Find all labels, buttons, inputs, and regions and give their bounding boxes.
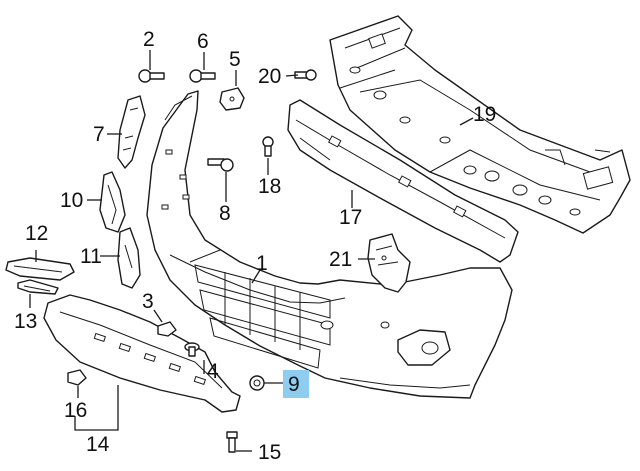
callout-8: 8 (219, 202, 231, 225)
part-17-absorber (287, 99, 519, 263)
callout-1: 1 (256, 252, 268, 275)
part-10-bezel (99, 171, 126, 233)
fastener-6-bolt (189, 69, 216, 83)
fastener-15-bolt (226, 431, 238, 453)
part-19-reinforcement (329, 15, 631, 234)
callout-20: 20 (258, 65, 281, 88)
callout-6: 6 (197, 30, 209, 53)
fastener-18-clip (262, 136, 274, 157)
fastener-16-clip (67, 369, 87, 386)
callout-13: 13 (14, 310, 37, 333)
callout-19: 19 (473, 103, 496, 126)
callout-12: 12 (25, 222, 48, 245)
callout-5: 5 (229, 48, 241, 71)
callout-11: 11 (80, 245, 102, 268)
fastener-4-push-pin (184, 342, 200, 357)
callout-21: 21 (329, 248, 352, 271)
fastener-5-clip (219, 87, 245, 111)
part-11-bezel (117, 227, 141, 289)
fastener-3-clip (157, 321, 177, 337)
part-13-strip (17, 279, 59, 295)
callout-2: 2 (143, 28, 155, 51)
fastener-2-bolt (138, 69, 165, 83)
leader-lines (29, 50, 474, 452)
fastener-20-bolt (294, 69, 317, 81)
callout-3: 3 (142, 290, 154, 313)
callout-16: 16 (64, 399, 87, 422)
callout-10: 10 (60, 189, 83, 212)
callout-18: 18 (258, 175, 281, 198)
callout-17: 17 (339, 206, 362, 229)
part-1-bumper-cover (146, 90, 513, 399)
part-7-side-bracket (117, 95, 146, 169)
fastener-8-screw (207, 158, 234, 172)
callout-4: 4 (207, 360, 219, 383)
part-12-strip (5, 257, 75, 281)
callout-9-highlight (283, 370, 309, 398)
callout-9: 9 (288, 373, 300, 396)
callout-14: 14 (86, 433, 110, 456)
fastener-9-clip (249, 375, 265, 391)
callout-7: 7 (93, 123, 105, 146)
callout-15: 15 (258, 441, 281, 464)
callout-labels: 2 6 5 20 19 7 18 8 17 10 11 21 1 12 13 3… (14, 28, 496, 464)
part-21-bracket (367, 233, 411, 293)
